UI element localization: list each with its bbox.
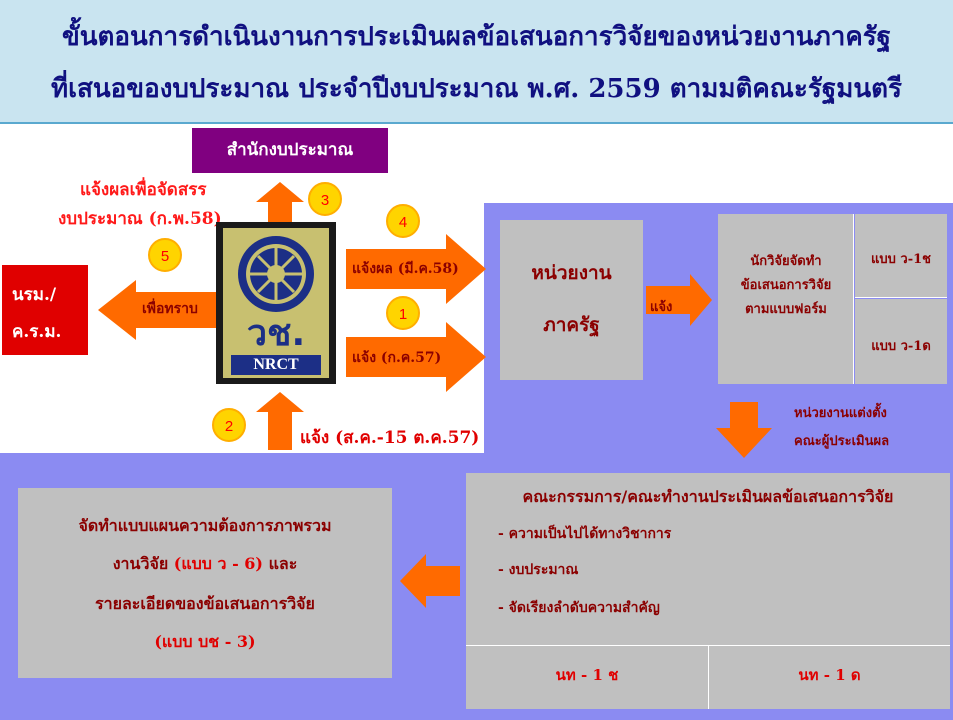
- cabinet-box: นรม./ ค.ร.ม.: [2, 265, 88, 355]
- form-1d-box: แบบ ว-1ด: [855, 299, 947, 384]
- step-2-badge: 2: [212, 408, 246, 442]
- plan-line-2-c: และ: [263, 554, 298, 573]
- title-bar: ขั้นตอนการดำเนินงานการประเมินผลข้อเสนอกา…: [0, 0, 953, 124]
- form-1ch-box: แบบ ว-1ช: [855, 214, 947, 298]
- form-1ch-label: แบบ ว-1ช: [871, 252, 931, 267]
- notify-result-label: แจ้งผล (มี.ค.58): [352, 261, 459, 277]
- plan-line-1: จัดทำแบบแผนความต้องการภาพรวม: [78, 516, 332, 535]
- arrow-notify-result: [346, 234, 486, 304]
- arrow-left-to-plan: [400, 554, 460, 608]
- agency-line-2: ภาครัฐ: [543, 314, 600, 336]
- plan-line-3: รายละเอียดของข้อเสนอการวิจัย: [95, 594, 315, 613]
- appoint-line-2: คณะผู้ประเมินผล: [794, 434, 890, 449]
- arrow-to-researcher: [646, 274, 712, 326]
- committee-column-divider: [708, 645, 709, 709]
- committee-item-2: - งบประมาณ: [498, 562, 579, 578]
- for-info-label: เพื่อทราบ: [142, 301, 198, 317]
- agency-box: หน่วยงาน ภาครัฐ: [500, 220, 643, 380]
- form-1d-label: แบบ ว-1ด: [871, 339, 931, 354]
- step-1-badge: 1: [386, 296, 420, 330]
- logo-panel: วช. NRCT: [223, 228, 329, 378]
- plan-line-4: (แบบ บช - 3): [154, 632, 256, 651]
- plan-line-2-form: (แบบ ว - 6): [173, 554, 263, 573]
- cabinet-line-1: นรม./: [12, 285, 57, 305]
- researcher-box: นักวิจัยจัดทำ ข้อเสนอการวิจัย ตามแบบฟอร์…: [718, 214, 854, 384]
- notify-aug-label: แจ้ง (ส.ค.-15 ต.ค.57): [300, 428, 480, 448]
- arrow-left-to-cabinet: [98, 280, 220, 340]
- arrow-notify-agency: [346, 322, 486, 392]
- plan-line-2: งานวิจัย (แบบ ว - 6) และ: [18, 552, 392, 577]
- nrct-logo: วช. NRCT: [216, 222, 336, 384]
- notify-allocate-line-1: แจ้งผลเพื่อจัดสรร: [80, 180, 207, 200]
- title-line-1: ขั้นตอนการดำเนินงานการประเมินผลข้อเสนอกา…: [61, 22, 892, 52]
- logo-thai-text: วช.: [246, 313, 306, 354]
- title-line-2: ที่เสนอของบประมาณ ประจำปีงบประมาณ พ.ศ. 2…: [51, 74, 902, 104]
- appoint-line-1: หน่วยงานแต่งตั้ง: [794, 406, 887, 421]
- arrow-down-to-committee: [716, 402, 772, 458]
- arrow-up-to-budget-office: [256, 182, 304, 234]
- arrow-up-to-nrct: [256, 392, 304, 450]
- agency-line-1: หน่วยงาน: [531, 262, 612, 284]
- committee-col-1: นท - 1 ช: [555, 666, 619, 684]
- step-5-badge: 5: [148, 238, 182, 272]
- notify-allocate-line-2: งบประมาณ (ก.พ.58): [58, 209, 222, 229]
- cabinet-line-2: ค.ร.ม.: [12, 322, 62, 342]
- researcher-line-2: ข้อเสนอการวิจัย: [740, 278, 832, 293]
- step-3-badge: 3: [308, 182, 342, 216]
- committee-col-2: นท - 1 ด: [798, 666, 861, 684]
- plan-box: จัดทำแบบแผนความต้องการภาพรวม งานวิจัย (แ…: [18, 488, 392, 678]
- wheel-icon: [238, 236, 314, 312]
- researcher-line-1: นักวิจัยจัดทำ: [750, 254, 822, 269]
- step-4-badge: 4: [386, 204, 420, 238]
- committee-box: คณะกรรมการ/คณะทำงานประเมินผลข้อเสนอการวิ…: [466, 473, 950, 709]
- committee-item-1: - ความเป็นไปได้ทางวิชาการ: [498, 526, 672, 542]
- notify-oct-label: แจ้ง (ก.ค.57): [352, 350, 442, 366]
- committee-heading: คณะกรรมการ/คณะทำงานประเมินผลข้อเสนอการวิ…: [522, 487, 894, 506]
- researcher-line-3: ตามแบบฟอร์ม: [745, 302, 827, 317]
- logo-nrct-text: NRCT: [231, 355, 321, 375]
- notify-short-label: แจ้ง: [650, 300, 673, 315]
- plan-line-2-a: งานวิจัย: [112, 554, 174, 573]
- budget-office-box: สำนักงบประมาณ: [192, 128, 388, 173]
- committee-item-3: - จัดเรียงลำดับความสำคัญ: [498, 600, 660, 616]
